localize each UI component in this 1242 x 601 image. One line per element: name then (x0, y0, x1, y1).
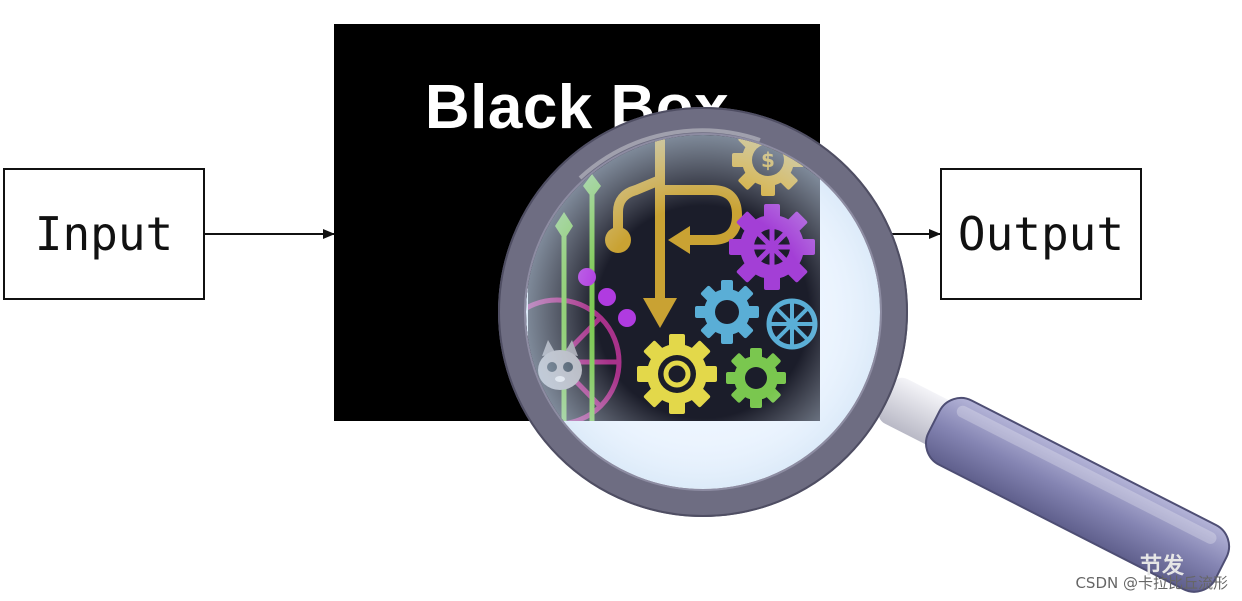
watermark: CSDN @卡拉比丘流形 (1075, 572, 1228, 593)
